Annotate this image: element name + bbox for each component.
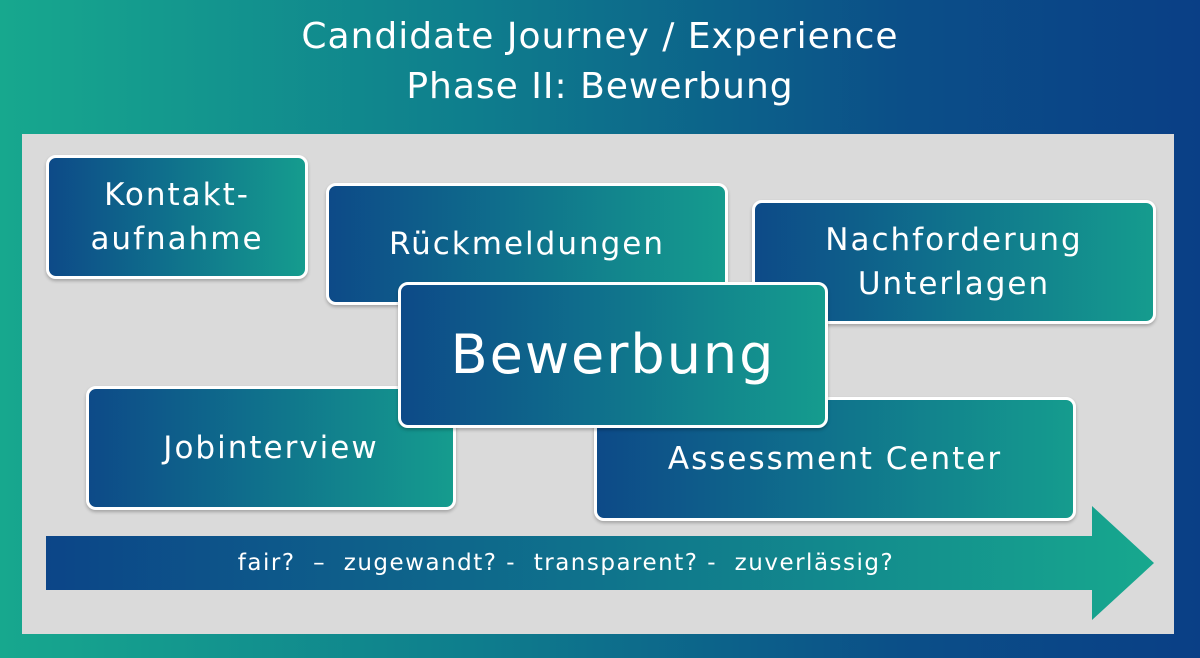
box-jobinterview-label: Jobinterview — [163, 430, 379, 466]
box-rueckmeldungen-label: Rückmeldungen — [388, 226, 666, 262]
box-bewerbung-center: Bewerbung — [398, 282, 828, 428]
journey-arrow-shape — [46, 506, 1154, 620]
box-jobinterview: Jobinterview — [86, 386, 456, 510]
title-line-1: Candidate Journey / Experience — [301, 16, 899, 57]
box-assessment-center-label: Assessment Center — [667, 441, 1003, 477]
box-kontaktaufnahme-line-2: aufnahme — [90, 221, 264, 257]
journey-arrow — [46, 506, 1154, 620]
box-nachforderung-line-2: Unterlagen — [857, 266, 1051, 302]
box-bewerbung-label: Bewerbung — [450, 323, 776, 386]
box-kontaktaufnahme-line-1: Kontakt- — [104, 177, 250, 213]
box-nachforderung-line-1: Nachforderung — [825, 222, 1083, 258]
box-kontaktaufnahme: Kontakt- aufnahme — [46, 155, 308, 279]
title-line-2: Phase II: Bewerbung — [406, 66, 794, 107]
arrow-label: fair? – zugewandt? - transparent? - zuve… — [237, 550, 895, 576]
diagram-title: Candidate Journey / Experience Phase II:… — [0, 12, 1200, 112]
